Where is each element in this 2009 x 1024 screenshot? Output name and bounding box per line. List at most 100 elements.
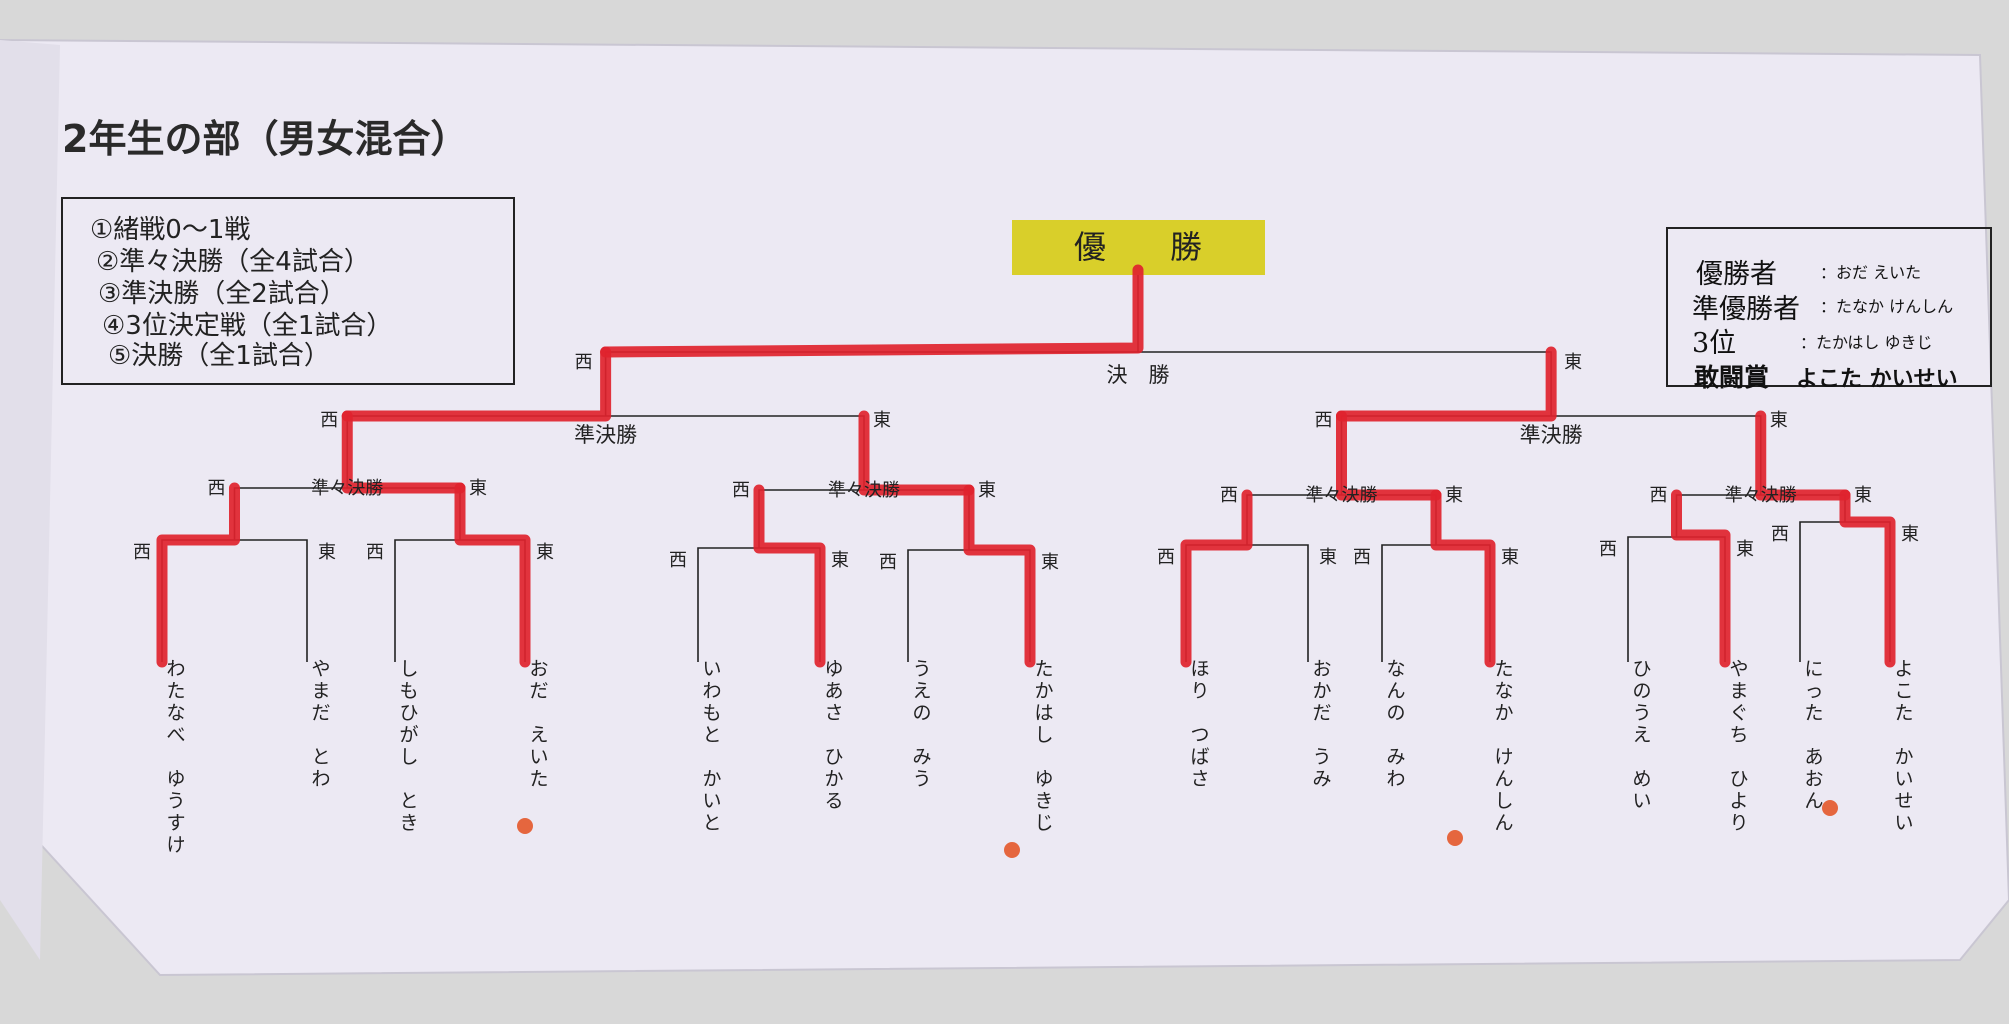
winner-path-semi bbox=[1336, 346, 1557, 422]
player-name-text: しもひがし とき bbox=[399, 658, 418, 834]
side-west-label: 西 bbox=[208, 478, 226, 499]
player-name-text: いわもと かいと bbox=[702, 658, 721, 834]
player-name-text: ほり つばさ bbox=[1190, 658, 1209, 790]
winner-path-quarter bbox=[858, 410, 975, 496]
player-name: にった あおん bbox=[1804, 658, 1823, 812]
quarterfinal-label: 準々決勝 bbox=[1306, 485, 1378, 506]
result-label: 準優勝者 bbox=[1692, 294, 1800, 325]
final-label: 決 勝 bbox=[1107, 363, 1170, 387]
player-name: うえの みう bbox=[912, 658, 931, 790]
winner-path-quarter bbox=[1336, 410, 1442, 501]
player-name: いわもと かいと bbox=[702, 658, 721, 834]
player-name-text: よこた かいせい bbox=[1894, 658, 1913, 834]
quarterfinal-label: 準々決勝 bbox=[1725, 485, 1797, 506]
result-label: 優勝者 bbox=[1696, 259, 1777, 290]
side-west-label: 西 bbox=[879, 552, 897, 573]
winner-path-semi bbox=[341, 346, 612, 422]
results-list: 優勝者 ：おだ えいた 準優勝者 ：たなか けんしん 3位 ：たかはし ゆきじ … bbox=[1692, 259, 1958, 392]
player-name-text: おかだ うみ bbox=[1312, 658, 1331, 790]
poster-title: 2年生の部（男女混合） bbox=[62, 117, 468, 161]
side-west-label: 西 bbox=[1771, 524, 1789, 545]
semifinal-label: 準決勝 bbox=[574, 423, 637, 447]
player-name-text: なんの みわ bbox=[1386, 658, 1405, 790]
player-name-text: ゆあさ ひかる bbox=[824, 658, 843, 812]
player-name-text: やまぐち ひより bbox=[1729, 658, 1748, 834]
rule-item: ①緒戦0～1戦 bbox=[90, 215, 250, 245]
player-name: やまぐち ひより bbox=[1729, 658, 1748, 834]
player-names: わたなべ ゆうすけ やまだ とわ しもひがし とき おだ えいた いわもと かいと ゆあさ… bbox=[166, 658, 1913, 856]
marker-dot bbox=[1822, 800, 1838, 816]
side-east-label: 東 bbox=[1501, 547, 1519, 568]
rule-item: ②準々決勝（全4試合） bbox=[96, 247, 370, 277]
winner-path-round1 bbox=[1180, 489, 1253, 668]
side-east-label: 東 bbox=[873, 410, 891, 431]
side-east-label: 東 bbox=[831, 550, 849, 571]
winner-path-quarter bbox=[1755, 410, 1851, 501]
side-west-label: 西 bbox=[1353, 547, 1371, 568]
winner-path-round1 bbox=[753, 484, 826, 668]
side-west-label: 西 bbox=[732, 480, 750, 501]
champion-banner-label: 優 勝 bbox=[1074, 228, 1202, 266]
player-name-text: たなか けんしん bbox=[1494, 658, 1513, 834]
result-value: ：たなか けんしん bbox=[1820, 297, 1953, 316]
player-name: わたなべ ゆうすけ bbox=[166, 658, 185, 856]
side-west-label: 西 bbox=[575, 352, 593, 373]
side-west-label: 西 bbox=[1315, 410, 1333, 431]
quarterfinal-label: 準々決勝 bbox=[311, 478, 383, 499]
player-name-text: たかはし ゆきじ bbox=[1034, 658, 1053, 834]
winner-path-final bbox=[600, 264, 1144, 358]
side-east-label: 東 bbox=[978, 480, 996, 501]
side-east-label: 東 bbox=[1736, 539, 1754, 560]
results-box bbox=[1666, 227, 1992, 387]
rules-box bbox=[61, 197, 515, 385]
side-east-label: 東 bbox=[1901, 524, 1919, 545]
winner-path-round1 bbox=[1839, 489, 1896, 668]
side-east-label: 東 bbox=[536, 542, 554, 563]
quarterfinal-label: 準々決勝 bbox=[828, 480, 900, 501]
winner-path-round1 bbox=[1430, 489, 1496, 668]
winner-path-round1 bbox=[963, 484, 1036, 668]
player-name-text: わたなべ ゆうすけ bbox=[166, 658, 185, 856]
player-name: よこた かいせい bbox=[1894, 658, 1913, 834]
side-east-label: 東 bbox=[1041, 552, 1059, 573]
player-name-text: ひのうえ めい bbox=[1632, 658, 1651, 812]
player-name: ゆあさ ひかる bbox=[824, 658, 843, 812]
player-name: たかはし ゆきじ bbox=[1034, 658, 1053, 834]
winner-path-round1 bbox=[1671, 489, 1731, 668]
side-west-label: 西 bbox=[1650, 485, 1668, 506]
rule-item: ③準決勝（全2試合） bbox=[98, 279, 346, 309]
result-value: よこた かいせい bbox=[1796, 366, 1958, 392]
player-name-text: にった あおん bbox=[1804, 658, 1823, 812]
winner-path-round1 bbox=[454, 482, 531, 668]
player-name-text: おだ えいた bbox=[529, 658, 548, 790]
side-east-label: 東 bbox=[318, 542, 336, 563]
result-value: ：おだ えいた bbox=[1820, 263, 1921, 282]
paper-sheet bbox=[0, 38, 2009, 977]
player-name: しもひがし とき bbox=[399, 658, 418, 834]
result-label: 敢闘賞 bbox=[1694, 363, 1769, 392]
side-east-label: 東 bbox=[1445, 485, 1463, 506]
side-east-label: 東 bbox=[1564, 352, 1582, 373]
rule-item: ⑤決勝（全1試合） bbox=[108, 341, 330, 371]
player-name: やまだ とわ bbox=[311, 658, 330, 790]
player-name: ほり つばさ bbox=[1190, 658, 1209, 790]
side-east-label: 東 bbox=[1854, 485, 1872, 506]
marker-dot bbox=[517, 818, 533, 834]
semifinal-label: 準決勝 bbox=[1520, 423, 1583, 447]
side-west-label: 西 bbox=[1220, 485, 1238, 506]
player-name-text: うえの みう bbox=[912, 658, 931, 790]
side-east-label: 東 bbox=[469, 478, 487, 499]
player-name: なんの みわ bbox=[1386, 658, 1405, 790]
result-label: 3位 bbox=[1692, 328, 1736, 359]
player-name-text: やまだ とわ bbox=[311, 658, 330, 790]
result-value: ：たかはし ゆきじ bbox=[1800, 333, 1932, 352]
marker-dot bbox=[1004, 842, 1020, 858]
player-name: たなか けんしん bbox=[1494, 658, 1513, 834]
player-name: おだ えいた bbox=[529, 658, 548, 790]
side-west-label: 西 bbox=[1599, 539, 1617, 560]
player-name: ひのうえ めい bbox=[1632, 658, 1651, 812]
rules-list: ①緒戦0～1戦 ②準々決勝（全4試合） ③準決勝（全2試合） ④3位決定戦（全1… bbox=[90, 215, 392, 371]
side-west-label: 西 bbox=[1157, 547, 1175, 568]
